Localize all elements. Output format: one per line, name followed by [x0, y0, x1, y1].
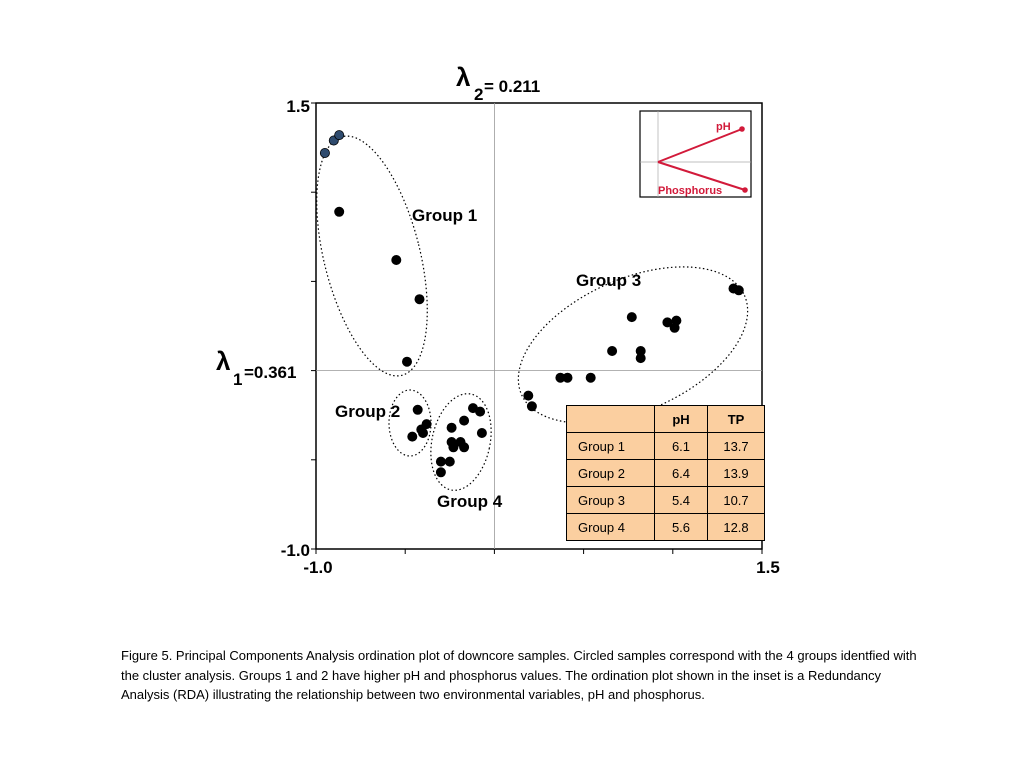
rda-inset: pH Phosphorus — [639, 110, 752, 198]
table-cell-group: Group 4 — [566, 513, 655, 541]
group-summary-table: pH TP Group 1 6.1 13.7 Group 2 6.4 13.9 … — [566, 405, 765, 541]
phosphorus-vector-label: Phosphorus — [658, 185, 722, 197]
group-4-point — [444, 456, 455, 467]
y-lambda-symbol: λ — [456, 62, 471, 92]
phosphorus-vector — [657, 161, 746, 191]
group-4-point — [435, 467, 446, 478]
group-2-label: Group 2 — [335, 402, 400, 421]
y-lambda-subscript: 2 — [474, 85, 483, 104]
group-1-point — [319, 147, 330, 158]
table-cell-group: Group 2 — [566, 459, 655, 487]
group-4-point — [476, 427, 487, 438]
figure-caption: Figure 5. Principal Components Analysis … — [121, 648, 917, 702]
group-2-point — [407, 431, 418, 442]
table-cell-ph: 5.6 — [654, 513, 708, 541]
group-1-point — [334, 130, 345, 141]
table-cell-ph: 5.4 — [654, 486, 708, 514]
table-row: Group 3 5.4 10.7 — [566, 486, 765, 514]
inset-frame — [639, 110, 752, 198]
group-3-ellipse — [517, 266, 749, 424]
group-1-point — [391, 254, 402, 265]
group-4-point — [475, 406, 486, 417]
group-4-label: Group 4 — [437, 492, 503, 511]
table-header-row: pH TP — [566, 405, 765, 433]
y-min-label: -1.0 — [281, 541, 310, 560]
y-max-label: 1.5 — [286, 97, 310, 116]
ordination-plot: 1.5 -1.0 -1.0 1.5 λ 2 = 0.211 λ 1 =0.361… — [216, 62, 780, 577]
table-row: Group 1 6.1 13.7 — [566, 432, 765, 460]
axis-ticks — [311, 102, 763, 554]
table-header-tp: TP — [707, 405, 765, 433]
group-3-label: Group 3 — [576, 271, 641, 290]
group-3-point — [526, 401, 537, 412]
group-1-point — [334, 206, 345, 217]
x-eigenvalue: =0.361 — [244, 363, 296, 382]
table-cell-group: Group 1 — [566, 432, 655, 460]
table-cell-ph: 6.4 — [654, 459, 708, 487]
table-row: Group 4 5.6 12.8 — [566, 513, 765, 541]
group-summary-table-wrap: pH TP Group 1 6.1 13.7 Group 2 6.4 13.9 … — [566, 405, 765, 541]
table-header-ph: pH — [654, 405, 708, 433]
group-1-label: Group 1 — [412, 206, 477, 225]
group-4-point — [435, 456, 446, 467]
x-lambda-subscript: 1 — [233, 370, 242, 389]
group-1-ellipse — [316, 135, 428, 377]
group-1-point — [401, 356, 412, 367]
group-1-point — [414, 294, 425, 305]
ph-vector-end — [739, 126, 745, 132]
group-2-point — [417, 427, 428, 438]
group-3-point — [635, 353, 646, 364]
table-cell-group: Group 3 — [566, 486, 655, 514]
x-lambda-symbol: λ — [216, 346, 231, 376]
group-4-point — [459, 442, 470, 453]
table-cell-ph: 6.1 — [654, 432, 708, 460]
table-header-blank — [566, 405, 655, 433]
ph-vector-label: pH — [716, 121, 731, 133]
phosphorus-vector-end — [742, 187, 748, 193]
x-max-label: 1.5 — [756, 558, 780, 577]
group-4-ellipse — [430, 393, 492, 491]
group-3-point — [662, 317, 673, 328]
x-min-label: -1.0 — [303, 558, 332, 577]
group-3-point — [626, 312, 637, 323]
ph-vector — [657, 128, 743, 163]
group-4-point — [459, 415, 470, 426]
table-cell-tp: 10.7 — [707, 486, 765, 514]
plot-frame — [315, 102, 763, 550]
group-3-point — [607, 345, 618, 356]
table-cell-tp: 12.8 — [707, 513, 765, 541]
data-points — [319, 130, 744, 478]
table-cell-tp: 13.9 — [707, 459, 765, 487]
table-row: Group 2 6.4 13.9 — [566, 459, 765, 487]
x-axis-title: λ 1 =0.361 — [216, 346, 296, 389]
y-axis-title: λ 2 = 0.211 — [456, 62, 540, 104]
group-3-point — [669, 322, 680, 333]
group-3-point — [555, 372, 566, 383]
group-3-point — [585, 372, 596, 383]
group-4-point — [448, 442, 459, 453]
y-eigenvalue: = 0.211 — [484, 77, 540, 96]
table-cell-tp: 13.7 — [707, 432, 765, 460]
group-3-point — [733, 285, 744, 296]
group-2-point — [412, 404, 423, 415]
group-3-point — [523, 390, 534, 401]
group-4-point — [446, 422, 457, 433]
